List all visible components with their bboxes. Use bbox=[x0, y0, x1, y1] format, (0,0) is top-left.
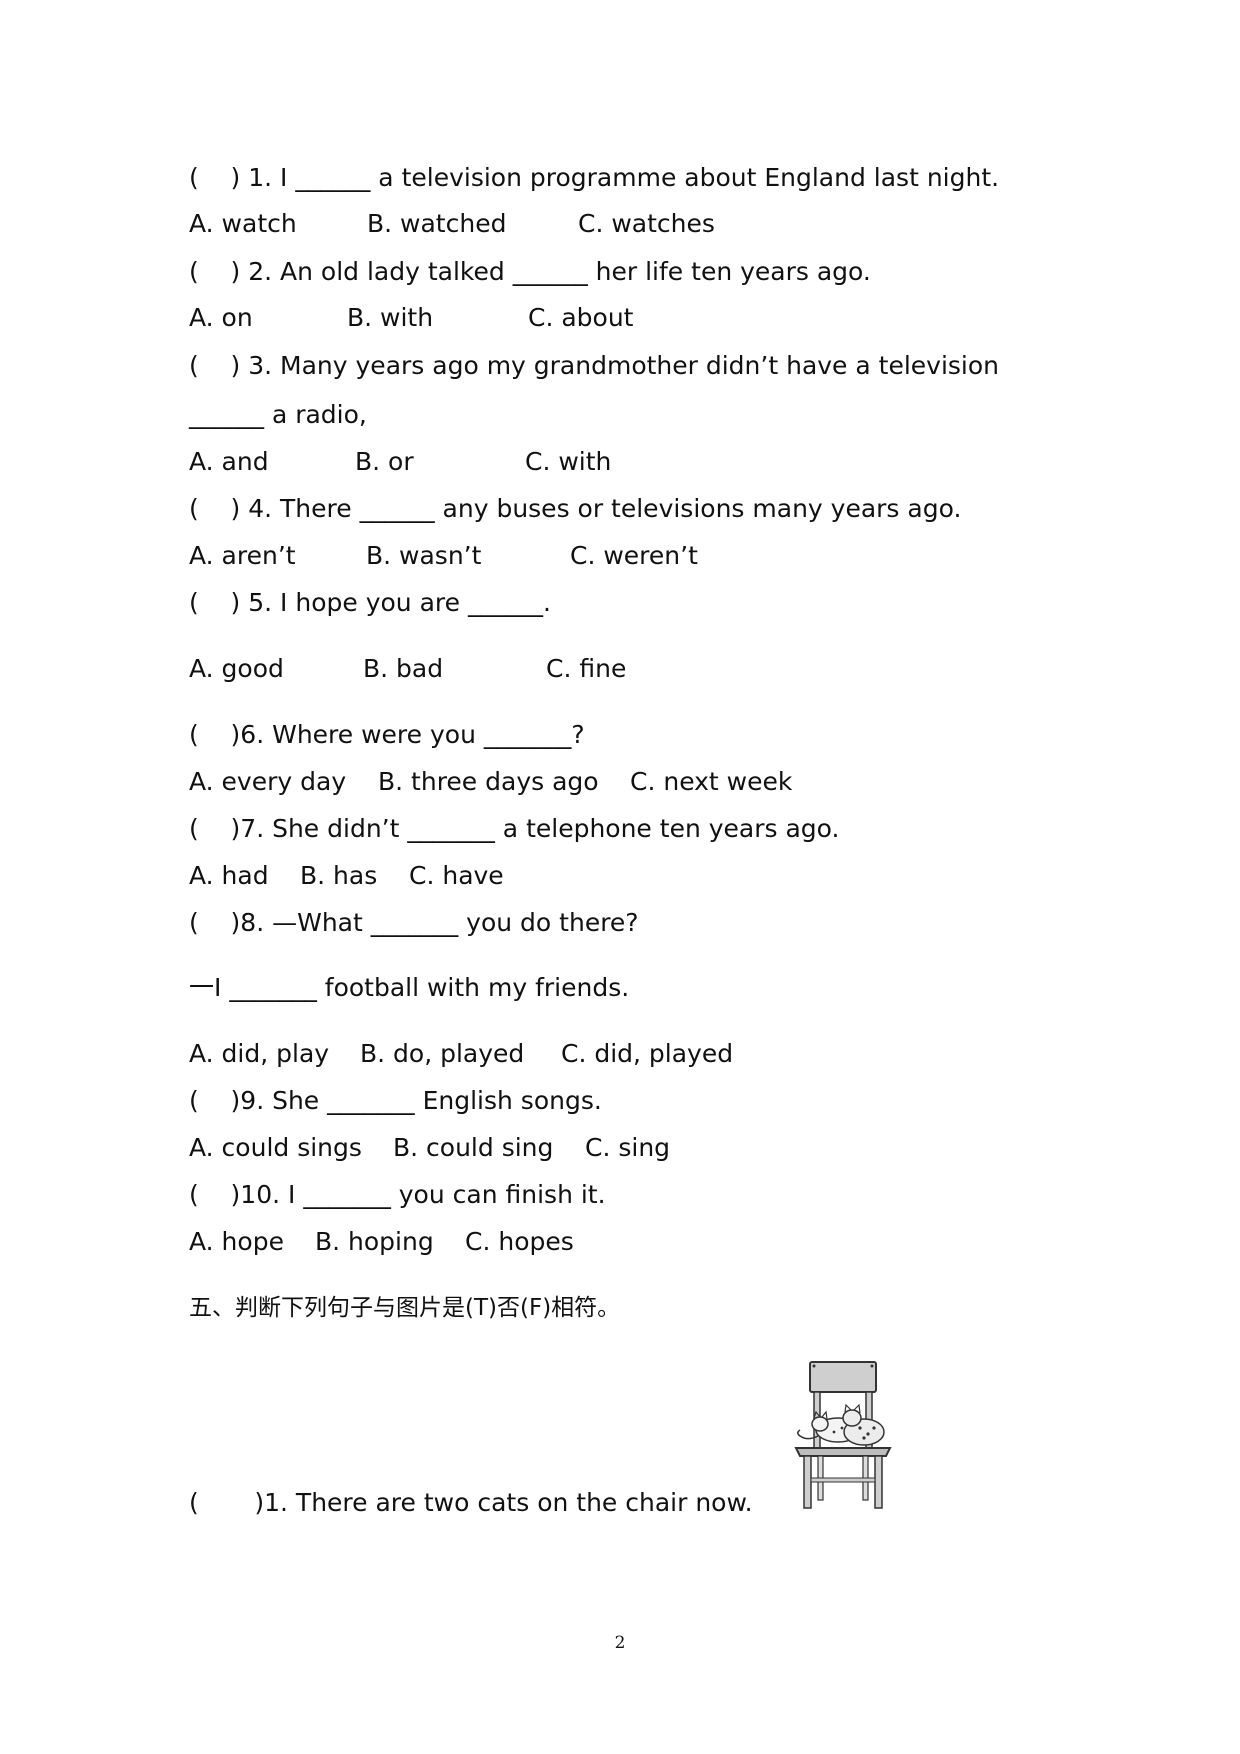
question-5-option-a: A. good bbox=[189, 654, 284, 683]
question-8-stem: ( )8. —What _______ you do there? bbox=[189, 908, 639, 937]
question-6-option-a: A. every day bbox=[189, 767, 347, 796]
question-3-stem: ( ) 3. Many years ago my grandmother did… bbox=[189, 351, 1000, 380]
question-10-option-a: A. hope bbox=[189, 1227, 284, 1256]
question-4-option-b: B. wasn’t bbox=[366, 541, 482, 570]
question-6-option-c: C. next week bbox=[630, 767, 793, 796]
question-3-option-a: A. and bbox=[189, 447, 269, 476]
question-7-option-b: B. has bbox=[300, 861, 378, 890]
question-3-option-b: B. or bbox=[355, 447, 414, 476]
question-3-option-c: C. with bbox=[525, 447, 612, 476]
chair-with-cats-illustration bbox=[790, 1358, 896, 1510]
page-number: 2 bbox=[614, 1633, 626, 1653]
question-8-stem-continued: 一I _______ football with my friends. bbox=[189, 973, 630, 1002]
question-10-stem: ( )10. I _______ you can finish it. bbox=[189, 1180, 606, 1209]
question-9-stem: ( )9. She _______ English songs. bbox=[189, 1086, 602, 1115]
question-8-option-a: A. did, play bbox=[189, 1039, 330, 1068]
question-2-option-b: B. with bbox=[347, 303, 434, 332]
question-9-option-a: A. could sings bbox=[189, 1133, 362, 1162]
question-6-stem: ( )6. Where were you _______? bbox=[189, 720, 585, 749]
question-4-option-c: C. weren’t bbox=[570, 541, 698, 570]
question-9-option-b: B. could sing bbox=[393, 1133, 554, 1162]
section-heading: 五、判断下列句子与图片是(T)否(F)相符。 bbox=[189, 1295, 621, 1321]
question-6-option-b: B. three days ago bbox=[378, 767, 599, 796]
question-3-stem-continued: ______ a radio, bbox=[189, 400, 367, 429]
question-5-stem: ( ) 5. I hope you are ______. bbox=[189, 588, 551, 617]
question-5-option-b: B. bad bbox=[363, 654, 444, 683]
question-9-option-c: C. sing bbox=[585, 1133, 671, 1162]
question-8-option-c: C. did, played bbox=[561, 1039, 734, 1068]
question-1-stem: ( ) 1. I ______ a television programme a… bbox=[189, 163, 1000, 192]
question-10-option-b: B. hoping bbox=[315, 1227, 434, 1256]
question-8-option-b: B. do, played bbox=[360, 1039, 525, 1068]
question-2-option-c: C. about bbox=[528, 303, 634, 332]
question-5-option-c: C. fine bbox=[546, 654, 627, 683]
question-10-option-c: C. hopes bbox=[465, 1227, 574, 1256]
question-1-option-b: B. watched bbox=[367, 209, 507, 238]
question-7-option-a: A. had bbox=[189, 861, 269, 890]
question-4-option-a: A. aren’t bbox=[189, 541, 296, 570]
question-2-option-a: A. on bbox=[189, 303, 253, 332]
question-7-stem: ( )7. She didn’t _______ a telephone ten… bbox=[189, 814, 840, 843]
question-1-option-c: C. watches bbox=[578, 209, 715, 238]
question-2-stem: ( ) 2. An old lady talked ______ her lif… bbox=[189, 257, 871, 286]
question-4-stem: ( ) 4. There ______ any buses or televis… bbox=[189, 494, 962, 523]
question-7-option-c: C. have bbox=[409, 861, 504, 890]
section-5-question-1: ( )1. There are two cats on the chair no… bbox=[189, 1488, 753, 1517]
question-1-option-a: A. watch bbox=[189, 209, 297, 238]
